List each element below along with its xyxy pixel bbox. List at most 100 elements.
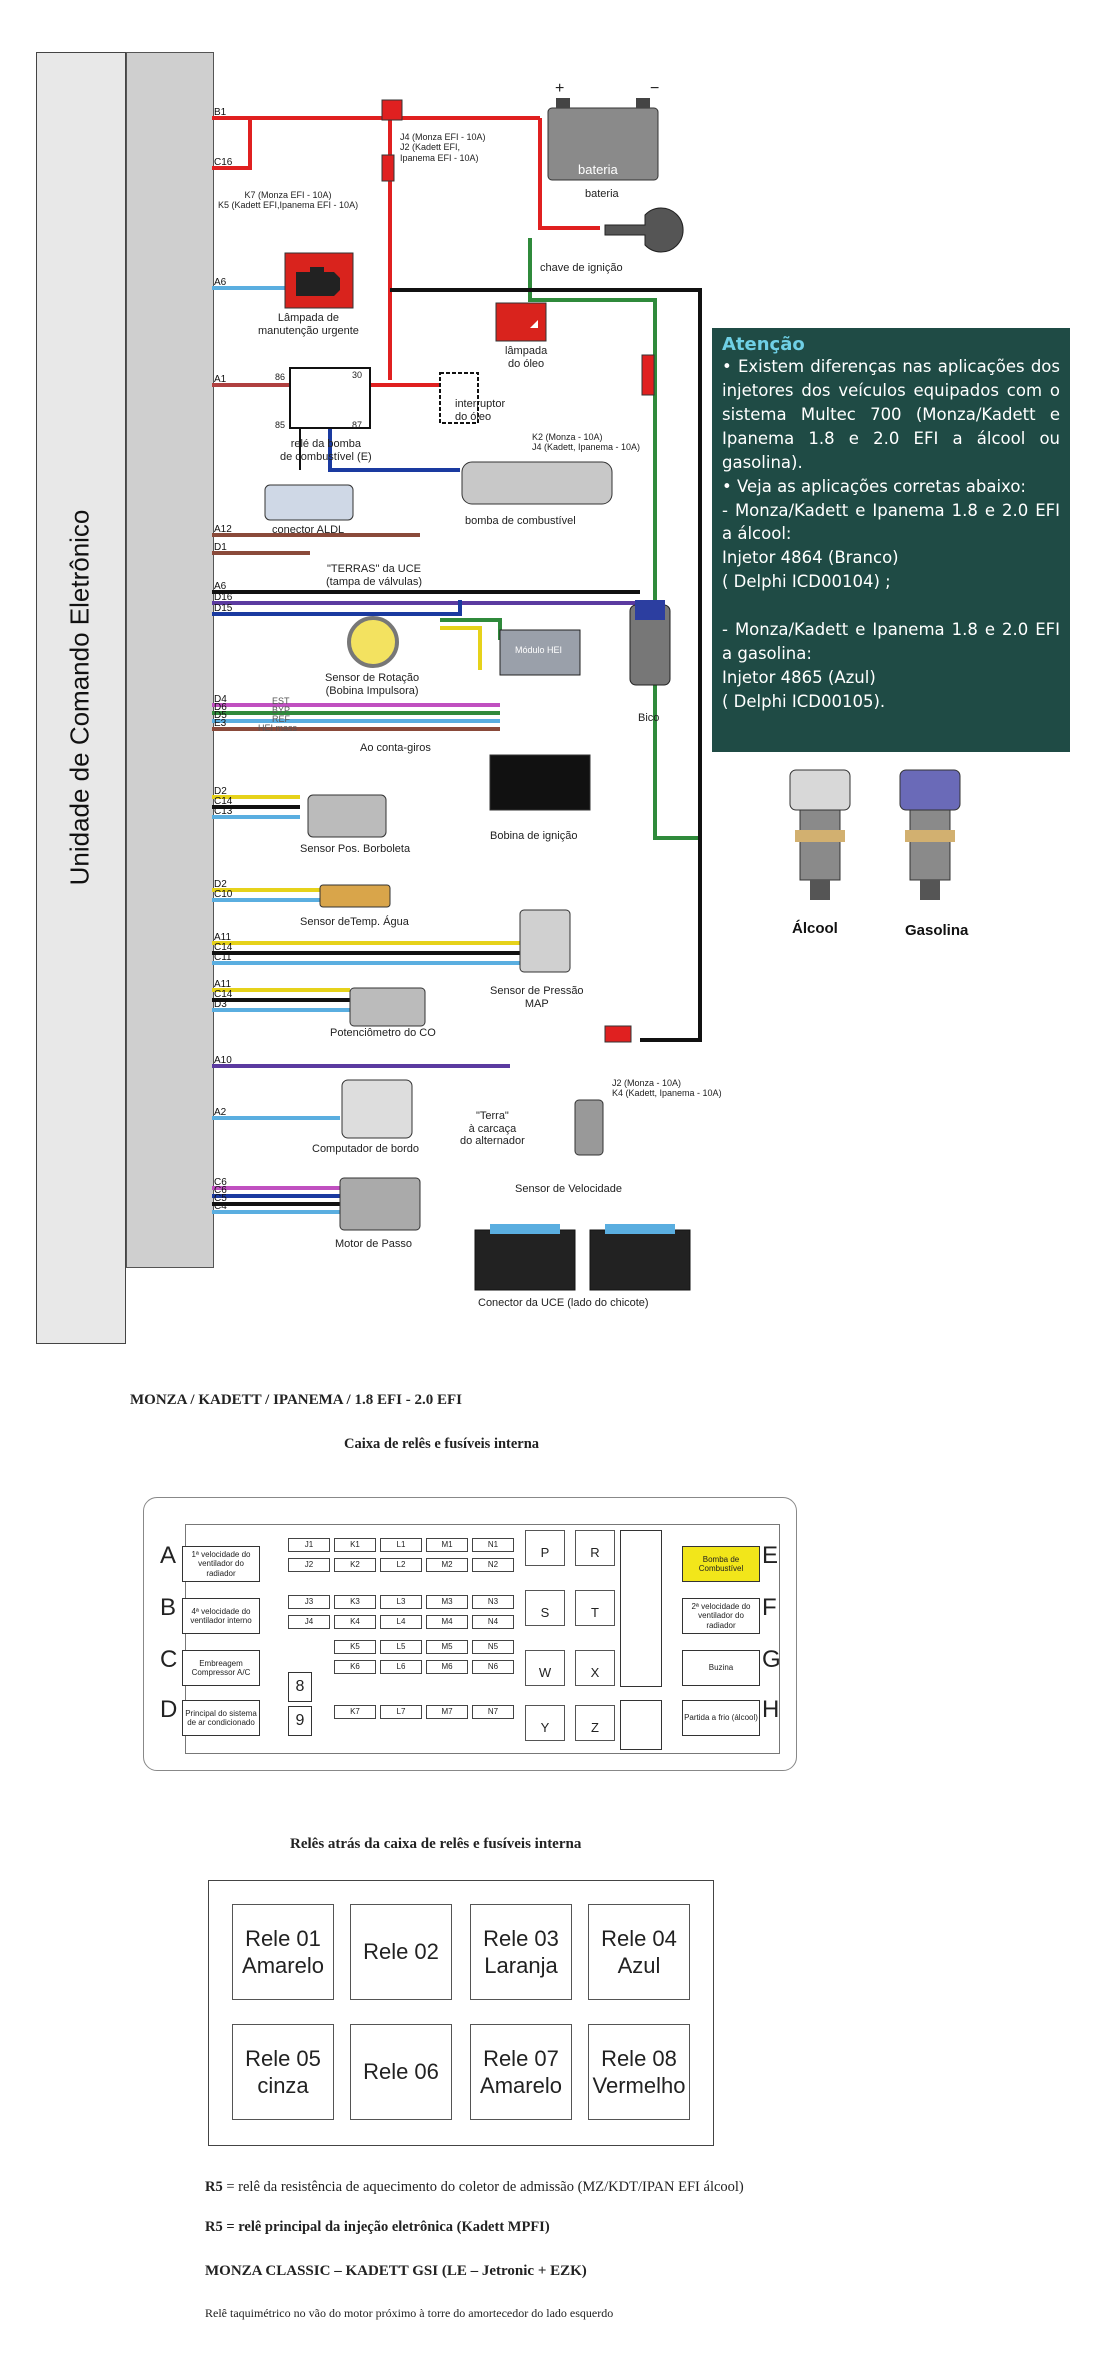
- ignition-key-label: chave de ignição: [540, 262, 623, 274]
- oil-switch: [439, 372, 479, 424]
- ecu-connector-label: Conector da UCE (lado do chicote): [478, 1297, 649, 1309]
- fusebox-blank-slot: [620, 1700, 662, 1750]
- relay-slot-z: Z: [575, 1705, 615, 1741]
- relay-box-c: Embreagem Compressor A/C: [182, 1650, 260, 1686]
- grounds-label: "TERRAS" da UCE (tampa de válvulas): [326, 563, 422, 588]
- fuse-j2: J2: [288, 1558, 330, 1572]
- rear-relay-7: Rele 07 Amarelo: [470, 2024, 572, 2120]
- fuse-m1: M1: [426, 1538, 468, 1552]
- rotation-sensor-label: Sensor de Rotação (Bobina Impulsora): [325, 672, 420, 697]
- battery-inner-label: bateria: [578, 162, 618, 177]
- ecu-pin-label: D2: [214, 786, 227, 797]
- ecu-pin-label: A10: [214, 1055, 232, 1066]
- ecu-pin-label: D4: [214, 694, 227, 705]
- battery-plus: +: [555, 80, 565, 97]
- attention-line: • Veja as aplicações corretas abaixo:: [722, 476, 1026, 496]
- ecu-pin-label: A6: [214, 277, 227, 288]
- fuse-l4: L4: [380, 1615, 422, 1629]
- idle-motor: [339, 1177, 421, 1231]
- speed-sensor-label: Sensor de Velocidade: [515, 1183, 623, 1195]
- fuse-l3: L3: [380, 1595, 422, 1609]
- aldl-connector: [264, 484, 354, 521]
- injector-comparison: [789, 769, 961, 900]
- water-temp-label: Sensor deTemp. Água: [300, 916, 409, 928]
- ecu-pin-label: A1: [214, 374, 227, 385]
- injector-gasoline-icon: [899, 769, 961, 900]
- fuse-n1: N1: [472, 1538, 514, 1552]
- speed-sensor: [574, 1099, 604, 1156]
- ecu-pin-label: C6: [214, 1177, 227, 1188]
- fuse-n6: N6: [472, 1660, 514, 1674]
- injector-label: Bico: [638, 712, 660, 724]
- attention-box: Atenção • Existem diferenças nas aplicaç…: [712, 328, 1070, 752]
- relay-letter: F: [762, 1594, 777, 1621]
- ecu-pin-label: A11: [214, 979, 232, 990]
- ecu-pin-label: C4: [214, 1201, 227, 1212]
- relay-box-f: 2ª velocidade do ventilador do radiador: [682, 1598, 760, 1634]
- fuse-k7-label: K7 (Monza EFI - 10A) K5 (Kadett EFI,Ipan…: [218, 190, 359, 211]
- wire-d15: [212, 600, 462, 616]
- map-label: Sensor de Pressão MAP: [490, 985, 584, 1010]
- fuse-n7: N7: [472, 1705, 514, 1719]
- fuse-j4: J4: [288, 1615, 330, 1629]
- tps-label: Sensor Pos. Borboleta: [300, 843, 411, 855]
- relay-slot-s: S: [525, 1590, 565, 1626]
- ecu-pin-label: D16: [214, 592, 233, 603]
- fusebox-blank-slot: [620, 1530, 662, 1687]
- fuse-n5: N5: [472, 1640, 514, 1654]
- fuse-j4-label: J4 (Monza EFI - 10A) J2 (Kadett EFI, Ipa…: [400, 132, 486, 163]
- attention-title: Atenção: [722, 334, 805, 355]
- relay-letter: G: [762, 1646, 781, 1673]
- map-sensor: [519, 909, 571, 973]
- tach-relay-note: Relê taquimétrico no vão do motor próxim…: [205, 2306, 614, 2320]
- rear-relay-6: Rele 06: [350, 2024, 452, 2120]
- ecu-pin-label: C14: [214, 942, 233, 953]
- battery-body: [547, 107, 659, 181]
- ecu-connector-2: [589, 1229, 691, 1291]
- rear-relay-2: Rele 02: [350, 1904, 452, 2000]
- relay-box-b: 4ª velocidade do ventilador interno: [182, 1598, 260, 1634]
- signal-ref: REF: [272, 714, 290, 724]
- relay-pin-30: 30: [352, 370, 363, 380]
- ecu-pin-label: D5: [214, 710, 227, 721]
- fuse-k2: [641, 354, 655, 396]
- hei-module: [499, 629, 581, 676]
- coil-label: Bobina de ignição: [490, 830, 578, 842]
- battery-label: bateria: [585, 188, 619, 200]
- wire-yellow: [440, 626, 482, 670]
- relay-letter: E: [762, 1542, 779, 1569]
- fuse-n3: N3: [472, 1595, 514, 1609]
- fuse-k6: K6: [334, 1660, 376, 1674]
- battery-minus: −: [650, 80, 660, 97]
- fuse-l5: L5: [380, 1640, 422, 1654]
- fuse-m6: M6: [426, 1660, 468, 1674]
- ecu-pin-label: C5: [214, 1193, 227, 1204]
- relay-box-d: Principal do sistema de ar condicionado: [182, 1700, 260, 1736]
- fuse-m2: M2: [426, 1558, 468, 1572]
- wire-c16: [212, 118, 252, 170]
- relay-slot-r: R: [575, 1530, 615, 1566]
- fuel-pump-label: bomba de combustível: [465, 515, 576, 527]
- co-potentiometer: [349, 987, 426, 1027]
- ecu-pin-label: C13: [214, 806, 233, 817]
- hei-module-label: Módulo HEI: [515, 645, 563, 655]
- fuse-l6: L6: [380, 1660, 422, 1674]
- ecu-pin-label: D6: [214, 702, 227, 713]
- wire-battery-key: [538, 118, 600, 230]
- ecu-pin-label: C11: [214, 952, 232, 963]
- injector-gasoline-label: Gasolina: [905, 922, 969, 939]
- ecu-connector-1: [474, 1229, 576, 1291]
- relay-pin-86: 86: [275, 372, 286, 382]
- ecu-pin-label: E3: [214, 718, 227, 729]
- relay-slot-w: W: [525, 1650, 565, 1686]
- ecu-pin-label: C14: [214, 989, 233, 1000]
- attention-line: Injetor 4864 (Branco): [722, 548, 899, 568]
- trip-computer: [341, 1079, 413, 1139]
- tps-sensor: [307, 794, 387, 838]
- fusebox-inner: [185, 1524, 780, 1754]
- rear-relay-5: Rele 05 cinza: [232, 2024, 334, 2120]
- ecu-pin-label: D2: [214, 879, 227, 890]
- fuse-n2: N2: [472, 1558, 514, 1572]
- fuse-m3: M3: [426, 1595, 468, 1609]
- ignition-key-icon: [604, 207, 684, 253]
